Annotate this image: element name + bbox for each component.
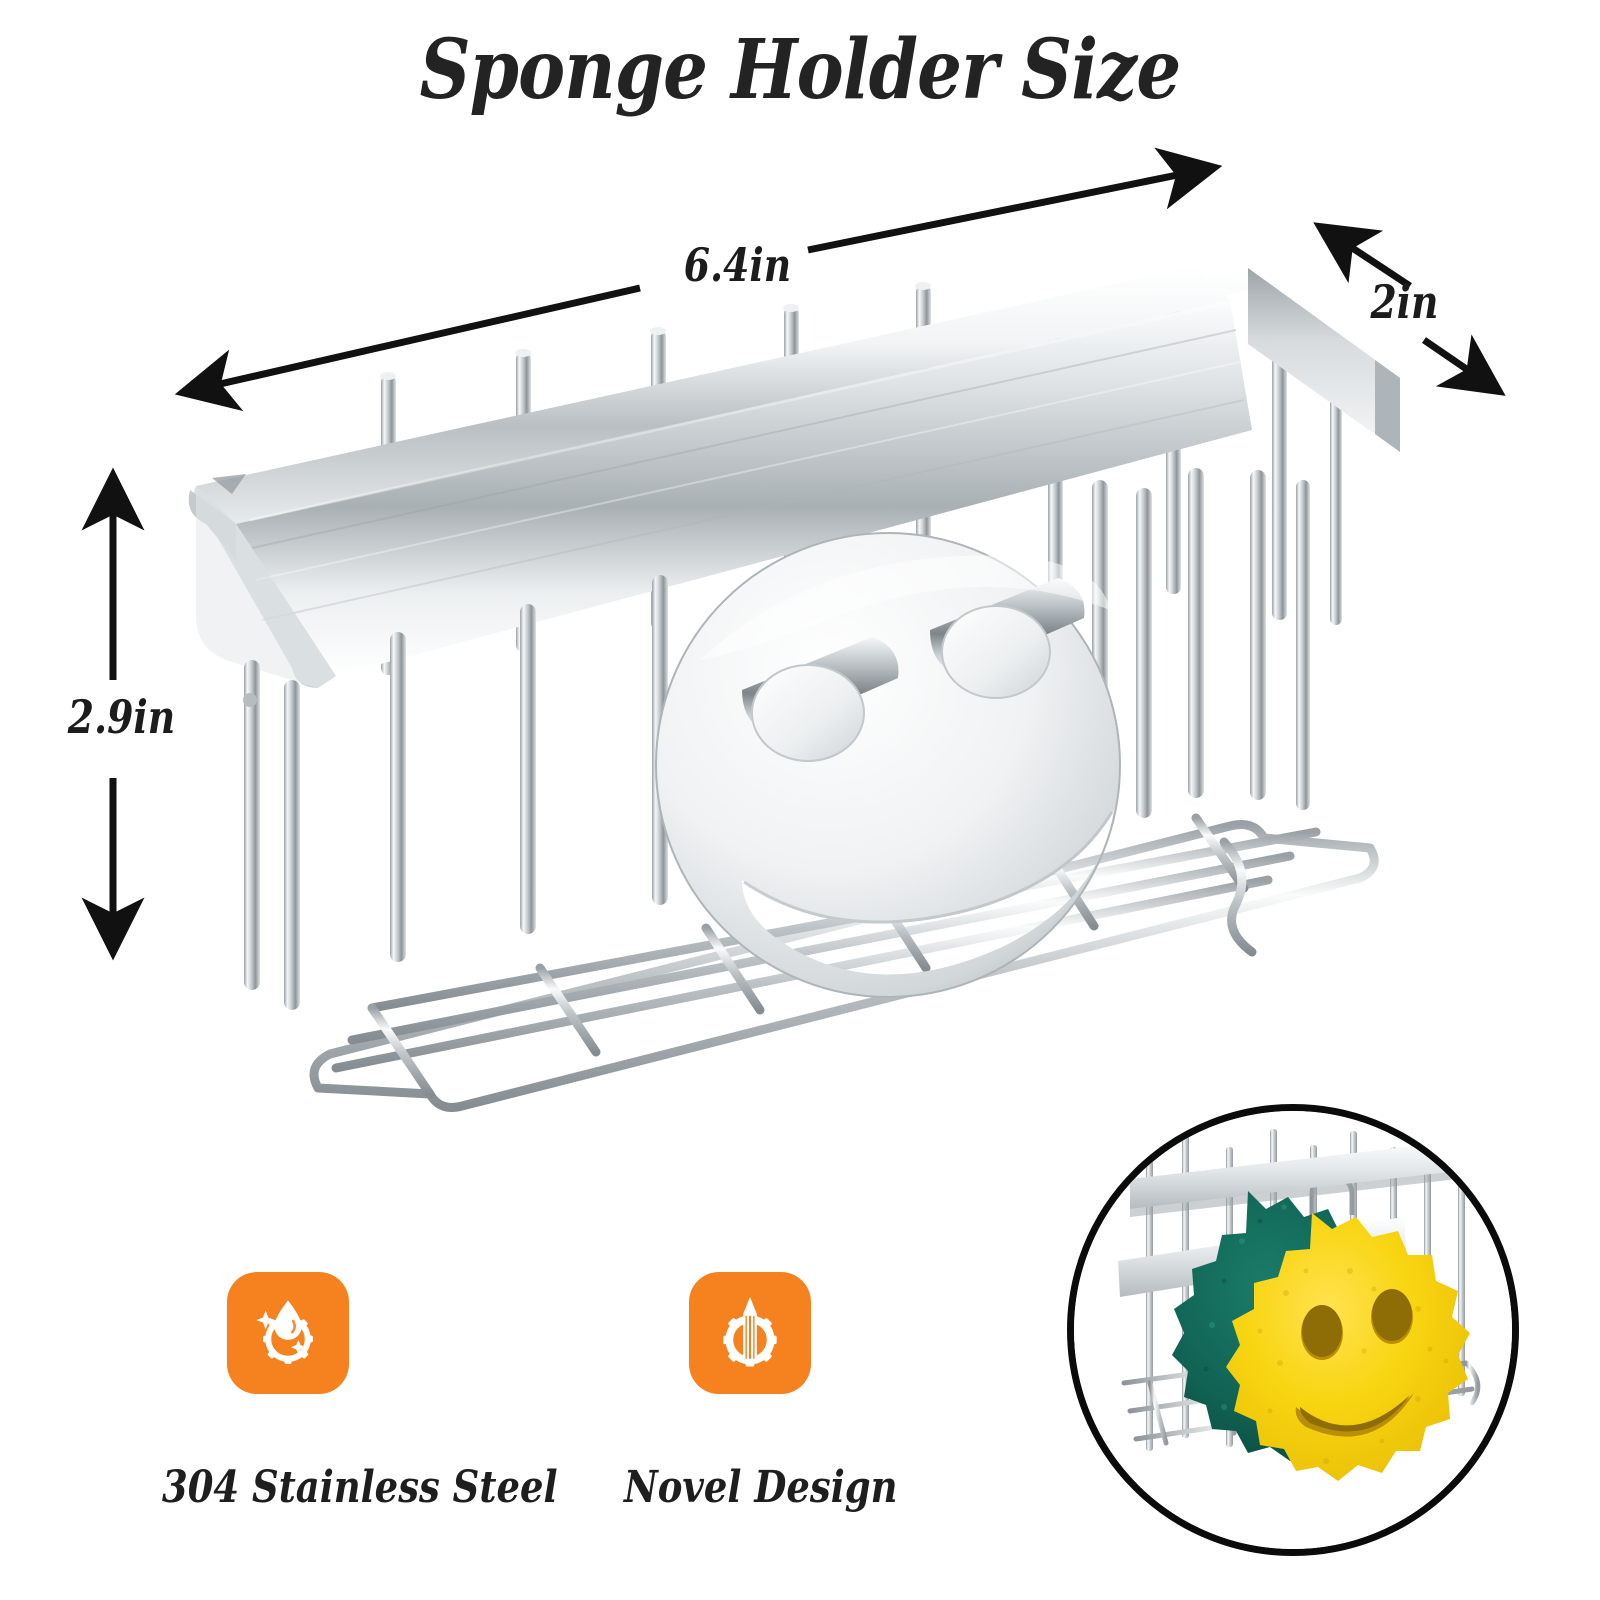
basket-back-rods: [380, 282, 1342, 675]
feature-label-stainless-steel: 304 Stainless Steel: [162, 1462, 558, 1513]
feature-item-stainless-steel: 304 Stainless Steel: [138, 1272, 558, 1513]
feature-label-novel-design: Novel Design: [624, 1462, 898, 1513]
basket-front-rods: [243, 468, 1310, 1010]
inset-sponge: [1226, 1213, 1470, 1481]
basket-top-frame: [188, 266, 1400, 688]
basket-arch-loops: [409, 372, 1012, 604]
dimension-label-width: 6.4in: [683, 238, 792, 292]
face-peg-right: [930, 578, 1085, 699]
basket-base-grid: [309, 813, 1379, 1112]
water-drop-shape: [274, 1300, 302, 1340]
pencil-shape: [743, 1296, 757, 1361]
smiley-face-plate: [655, 532, 1121, 998]
page-title: Sponge Holder Size: [419, 22, 1182, 118]
dimension-label-depth: 2in: [1370, 275, 1439, 329]
inset-scrubber-texture: [1203, 1204, 1287, 1410]
inset-photo-content: [1074, 1111, 1512, 1549]
water-drop-gear-glyph: [256, 1300, 313, 1364]
face-peg-left: [742, 637, 899, 762]
feature-item-novel-design: Novel Design: [600, 1272, 900, 1513]
pencil-gear-icon: [689, 1272, 811, 1394]
dimension-label-height: 2.9in: [67, 690, 176, 744]
pencil-gear-glyph: [723, 1296, 777, 1367]
water-drop-gear-icon: [227, 1272, 349, 1394]
sponge-in-holder-inset: [1067, 1104, 1519, 1556]
inset-top-band: [1130, 1137, 1492, 1217]
